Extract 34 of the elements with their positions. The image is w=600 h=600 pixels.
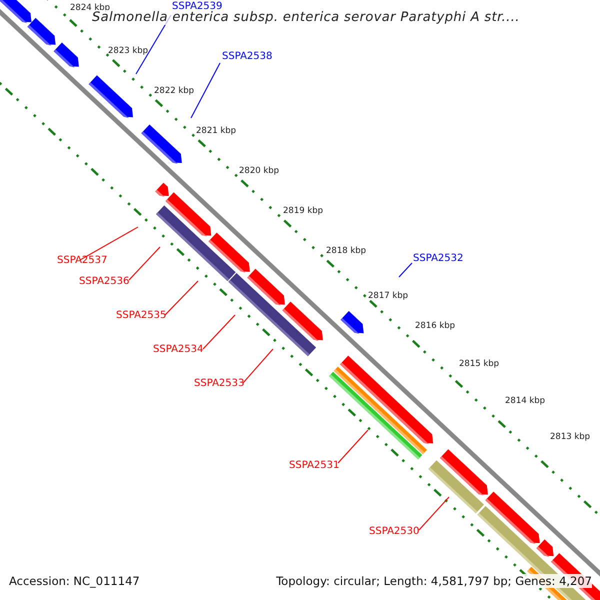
leader-line: [418, 496, 450, 530]
footer-text: Topology: circular; Length: 4,581,797 bp; Genes: 4,207: [276, 574, 592, 588]
scale-label: 2818 kbp: [326, 246, 366, 256]
scale-label: 2815 kbp: [459, 359, 500, 369]
leader-line: [398, 262, 412, 278]
scale-label: 2822 kbp: [154, 86, 194, 96]
gene-label: SSPA2537: [57, 255, 108, 266]
gene-label: SSPA2530: [369, 526, 420, 537]
gene-label: SSPA2534: [153, 344, 204, 355]
footer-text: Accession: NC_011147: [9, 574, 140, 588]
gene-label: SSPA2531: [289, 460, 340, 471]
scale-label: 2819 kbp: [283, 206, 324, 216]
scale-label: 2821 kbp: [196, 126, 236, 136]
leader-line: [80, 226, 138, 260]
gene-label: SSPA2539: [172, 1, 222, 12]
leader-line: [128, 246, 160, 280]
leader-line: [190, 62, 220, 118]
leader-line: [338, 430, 368, 464]
gene-label: SSPA2536: [79, 276, 130, 287]
title: Salmonella enterica subsp. enterica serovar Paratyphi A str....: [92, 10, 520, 25]
gene-label: SSPA2535: [116, 310, 166, 321]
leader-line: [164, 280, 198, 316]
scale-label: 2814 kbp: [505, 396, 546, 406]
gene-label: SSPA2533: [194, 378, 244, 389]
scale-label: 2813 kbp: [550, 432, 590, 442]
leader-line: [202, 314, 236, 350]
scale-label: 2824 kbp: [70, 3, 110, 13]
leader-line: [242, 348, 274, 384]
scale-label: 2816 kbp: [415, 321, 456, 331]
scale-label: 2823 kbp: [108, 46, 148, 56]
scale-label: 2820 kbp: [239, 166, 280, 176]
gene-label: SSPA2532: [413, 253, 464, 264]
scale-label: 2817 kbp: [368, 291, 408, 301]
gene-label: SSPA2538: [222, 51, 272, 62]
